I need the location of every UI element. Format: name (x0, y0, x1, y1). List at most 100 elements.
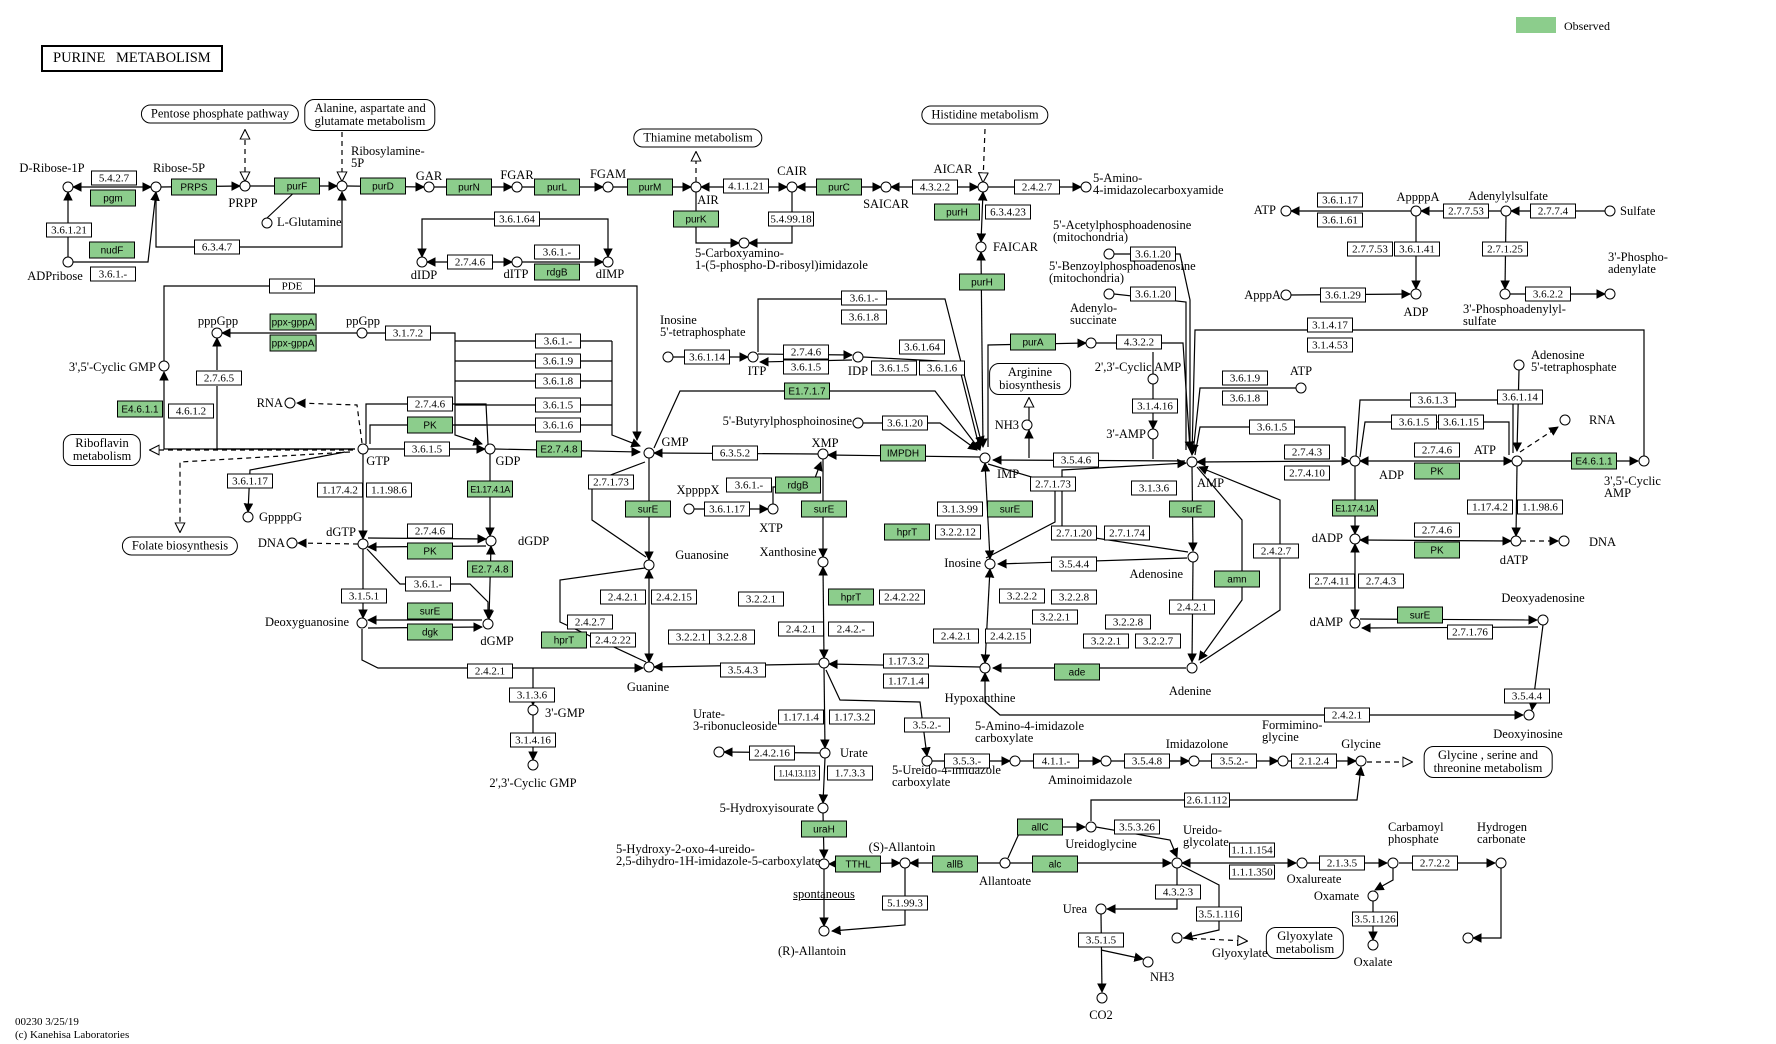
gene-box-sure[interactable]: surE (801, 500, 847, 518)
gene-box-ppx-gppa[interactable]: ppx-gppA (269, 334, 317, 352)
ec-box-3-1-3-6[interactable]: 3.1.3.6 (1131, 480, 1177, 496)
compound-node[interactable] (158, 360, 170, 372)
gene-box-sure[interactable]: surE (987, 500, 1033, 518)
gene-box-e2-7-4-8[interactable]: E2.7.4.8 (536, 440, 582, 458)
ec-box-3-5-1-116[interactable]: 3.5.1.116 (1196, 906, 1242, 922)
ec-box-2-7-1-76[interactable]: 2.7.1.76 (1447, 624, 1493, 640)
ec-box-3-6-1-61[interactable]: 3.6.1.61 (1317, 212, 1363, 228)
ec-box-3-5-4-6[interactable]: 3.5.4.6 (1053, 452, 1099, 468)
ec-box-4-1-1-21[interactable]: 4.1.1.21 (723, 178, 769, 194)
compound-node[interactable] (1410, 288, 1422, 300)
ec-box-2-7-4-11[interactable]: 2.7.4.11 (1309, 573, 1355, 589)
ec-box-3-5-1-5[interactable]: 3.5.1.5 (1078, 932, 1124, 948)
ec-box-6-3-4-23[interactable]: 6.3.4.23 (985, 204, 1031, 220)
ec-box-2-7-7-53[interactable]: 2.7.7.53 (1347, 241, 1393, 257)
gene-box-purk[interactable]: purK (673, 210, 719, 228)
gene-box-pk[interactable]: PK (1414, 462, 1460, 480)
ec-box-3-6-1-17[interactable]: 3.6.1.17 (227, 473, 273, 489)
compound-node[interactable] (979, 662, 991, 674)
compound-node[interactable] (1277, 755, 1289, 767)
ec-box-3-6-1-8[interactable]: 3.6.1.8 (841, 309, 887, 325)
compound-node[interactable] (356, 617, 368, 629)
ec-box-3-6-2-2[interactable]: 3.6.2.2 (1525, 286, 1571, 302)
ec-box-1-7-3-3[interactable]: 1.7.3.3 (827, 765, 873, 781)
ec-box-2-7-4-6[interactable]: 2.7.4.6 (1414, 522, 1460, 538)
ec-box-3-2-2-8[interactable]: 3.2.2.8 (709, 629, 755, 645)
ec-box-2-7-1-73[interactable]: 2.7.1.73 (1030, 476, 1076, 492)
gene-box-purc[interactable]: purC (816, 178, 862, 196)
ec-box-3-6-1-20[interactable]: 3.6.1.20 (882, 415, 928, 431)
compound-node[interactable] (747, 351, 759, 363)
compound-node[interactable] (1085, 821, 1097, 833)
compound-node[interactable] (1085, 337, 1097, 349)
gene-box-amn[interactable]: amn (1214, 570, 1260, 588)
ec-box-3-2-2-8[interactable]: 3.2.2.8 (1105, 614, 1151, 630)
ec-box-2-7-4-3[interactable]: 2.7.4.3 (1358, 573, 1404, 589)
ec-box-1-17-3-2[interactable]: 1.17.3.2 (829, 709, 875, 725)
ec-box-1-14-13-113[interactable]: 1.14.13.113 (774, 765, 820, 781)
gene-box-e1-17-4-1a[interactable]: E1.17.4.1A (1332, 499, 1378, 517)
ec-box-2-7-4-3[interactable]: 2.7.4.3 (1284, 444, 1330, 460)
compound-node[interactable] (999, 857, 1011, 869)
compound-node[interactable] (921, 755, 933, 767)
gene-box-purf[interactable]: purF (274, 177, 320, 195)
ec-box-3-6-1-64[interactable]: 3.6.1.64 (899, 339, 945, 355)
pathway-link-thiamine[interactable]: Thiamine metabolism (633, 128, 763, 148)
ec-box-2-4-2-22[interactable]: 2.4.2.22 (590, 632, 636, 648)
ec-box-3-6-1-5[interactable]: 3.6.1.5 (404, 441, 450, 457)
ec-box-2-6-1-112[interactable]: 2.6.1.112 (1184, 792, 1230, 808)
compound-node[interactable] (1280, 205, 1292, 217)
ec-box-2-7-4-6[interactable]: 2.7.4.6 (407, 396, 453, 412)
gene-box-hprt[interactable]: hprT (828, 588, 874, 606)
compound-node[interactable] (818, 858, 830, 870)
ec-box-3-1-4-53[interactable]: 3.1.4.53 (1307, 337, 1353, 353)
ec-box-4-3-2-2[interactable]: 4.3.2.2 (1116, 334, 1162, 350)
compound-node[interactable] (690, 181, 702, 193)
compound-node[interactable] (511, 181, 523, 193)
compound-node[interactable] (1500, 205, 1512, 217)
ec-box-3-5-2-[interactable]: 3.5.2.- (904, 717, 950, 733)
compound-node[interactable] (484, 443, 496, 455)
ec-box-2-7-4-6[interactable]: 2.7.4.6 (407, 523, 453, 539)
ec-box-2-4-2-[interactable]: 2.4.2.- (828, 621, 874, 637)
ec-box-3-6-1-17[interactable]: 3.6.1.17 (1317, 192, 1363, 208)
ec-box-3-6-1-[interactable]: 3.6.1.- (841, 290, 887, 306)
gene-box-e1-7-1-7[interactable]: E1.7.1.7 (784, 382, 830, 400)
ec-box-1-17-3-2[interactable]: 1.17.3.2 (883, 653, 929, 669)
ec-box-2-7-1-74[interactable]: 2.7.1.74 (1104, 525, 1150, 541)
compound-node[interactable] (817, 556, 829, 568)
gene-box-sure[interactable]: surE (1169, 500, 1215, 518)
compound-node[interactable] (1558, 535, 1570, 547)
ec-box-3-5-3-26[interactable]: 3.5.3.26 (1114, 819, 1160, 835)
ec-box-2-1-2-4[interactable]: 2.1.2.4 (1291, 753, 1337, 769)
compound-node[interactable] (1009, 755, 1021, 767)
compound-node[interactable] (643, 661, 655, 673)
compound-node[interactable] (817, 802, 829, 814)
ec-box-3-2-2-1[interactable]: 3.2.2.1 (1083, 633, 1129, 649)
compound-node[interactable] (1349, 617, 1361, 629)
compound-node[interactable] (211, 327, 223, 339)
compound-node[interactable] (713, 746, 725, 758)
ec-box-3-1-3-6[interactable]: 3.1.3.6 (509, 687, 555, 703)
compound-node[interactable] (1387, 857, 1399, 869)
ec-box-2-4-2-1[interactable]: 2.4.2.1 (600, 589, 646, 605)
gene-box-pk[interactable]: PK (1414, 541, 1460, 559)
ec-box-2-4-2-7[interactable]: 2.4.2.7 (1253, 543, 1299, 559)
gene-box-pura[interactable]: purA (1010, 333, 1056, 351)
ec-box-2-4-2-1[interactable]: 2.4.2.1 (1169, 599, 1215, 615)
pathway-link-pentose[interactable]: Pentose phosphate pathway (140, 104, 300, 124)
compound-node[interactable] (1080, 181, 1092, 193)
ec-box-2-7-4-10[interactable]: 2.7.4.10 (1284, 465, 1330, 481)
ec-box-2-4-2-1[interactable]: 2.4.2.1 (467, 663, 513, 679)
gene-box-e1-17-4-1a[interactable]: E1.17.4.1A (467, 480, 513, 498)
compound-node[interactable] (738, 237, 750, 249)
compound-node[interactable] (336, 180, 348, 192)
ec-box-2-7-7-53[interactable]: 2.7.7.53 (1443, 203, 1489, 219)
compound-node[interactable] (482, 618, 494, 630)
ec-box-3-6-1-29[interactable]: 3.6.1.29 (1320, 287, 1366, 303)
ec-box-1-17-1-4[interactable]: 1.17.1.4 (778, 709, 824, 725)
compound-node[interactable] (975, 241, 987, 253)
compound-node[interactable] (1523, 709, 1535, 721)
compound-node[interactable] (1188, 755, 1200, 767)
ec-box-3-6-1-5[interactable]: 3.6.1.5 (1249, 419, 1295, 435)
